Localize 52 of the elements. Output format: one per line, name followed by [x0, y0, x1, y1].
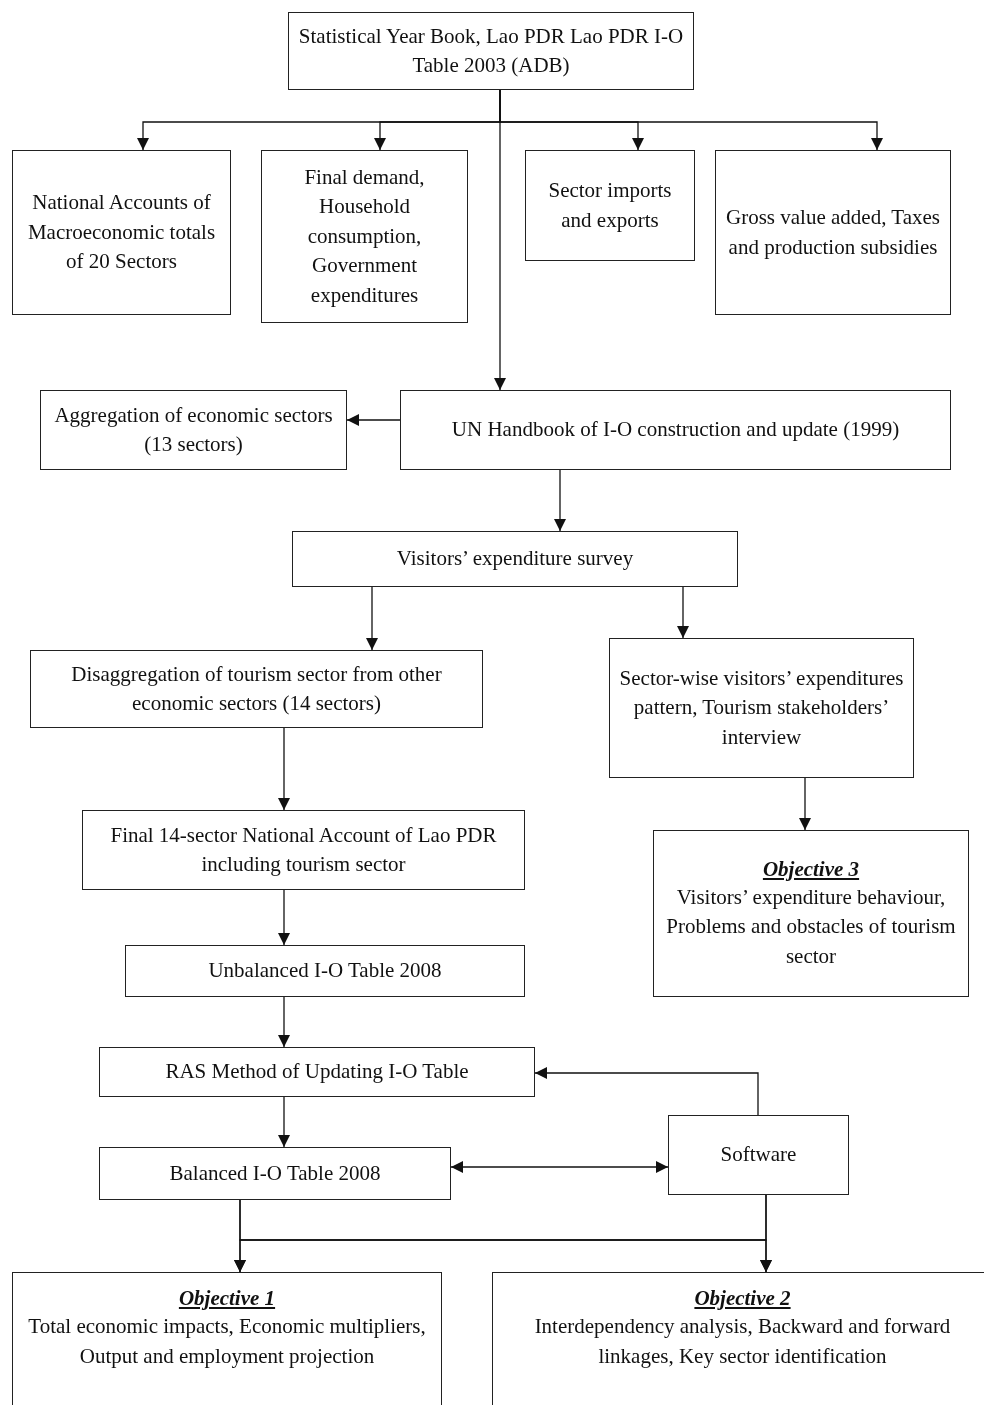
arrow [278, 727, 290, 811]
process-box [525, 150, 695, 261]
objective-box [492, 1272, 984, 1405]
box-text: Total economic impacts, Economic multipliers, Output and employment projection [27, 1313, 427, 1370]
box-text: Interdependency analysis, Backward and forward linkages, Key sector identification [533, 1313, 952, 1370]
arrow [760, 1194, 772, 1273]
box-text: RAS Method of Updating I-O Table [165, 1058, 469, 1086]
box-text: Visitors’ expenditure survey [396, 545, 634, 573]
arrow [278, 1096, 290, 1148]
box-text: Visitors’ expenditure behaviour, Problems and obstacles of tourism sector [665, 884, 957, 970]
box-text: Software [720, 1141, 797, 1169]
box-text: UN Handbook of I-O construction and update (1999) [451, 416, 900, 444]
box-text: Gross value added, Taxes and production subsidies [725, 204, 941, 261]
process-box [40, 390, 347, 470]
process-box [715, 150, 951, 315]
process-box [12, 150, 231, 315]
process-box [99, 1047, 535, 1097]
arrow [450, 1161, 669, 1173]
process-box [609, 638, 914, 778]
arrow [278, 889, 290, 946]
process-box [288, 12, 694, 90]
box-text: Aggregation of economic sectors (13 sectors) [53, 401, 334, 458]
box-text: Disaggregation of tourism sector from other economic sectors (14 sectors) [70, 660, 443, 717]
arrow [278, 996, 290, 1048]
arrow [534, 1067, 759, 1116]
arrow [366, 586, 378, 651]
process-box [99, 1147, 451, 1200]
box-text: Final demand, Household consumption, Government expenditures [303, 164, 426, 309]
arrow [799, 777, 811, 831]
process-box [261, 150, 468, 323]
box-text: Statistical Year Book, Lao PDR Lao PDR I-O Table 2003 (ADB) [297, 22, 685, 79]
box-text: Sector imports and exports [547, 177, 673, 234]
process-box [82, 810, 525, 890]
box-text: Sector-wise visitors’ expenditures pattern, Tourism stakeholders’ interview [618, 664, 905, 751]
objective-heading: Objective 1 [178, 1285, 276, 1312]
box-text: National Accounts of Macroeconomic totals of 20 Sectors [26, 189, 217, 276]
arrow [554, 469, 566, 532]
objective-box [12, 1272, 442, 1405]
arrow [494, 89, 506, 391]
box-text: Final 14-sector National Account of Lao PDR including tourism sector [109, 821, 498, 878]
arrow [677, 586, 689, 639]
objective-box [653, 830, 969, 997]
process-box [292, 531, 738, 587]
process-box [125, 945, 525, 997]
box-text: Unbalanced I-O Table 2008 [208, 957, 442, 985]
process-box [30, 650, 483, 728]
box-text: Balanced I-O Table 2008 [169, 1159, 381, 1187]
objective-heading: Objective 2 [694, 1285, 791, 1312]
objective-heading: Objective 3 [762, 855, 860, 883]
arrow [346, 414, 401, 426]
process-box [400, 390, 951, 470]
process-box [668, 1115, 849, 1195]
